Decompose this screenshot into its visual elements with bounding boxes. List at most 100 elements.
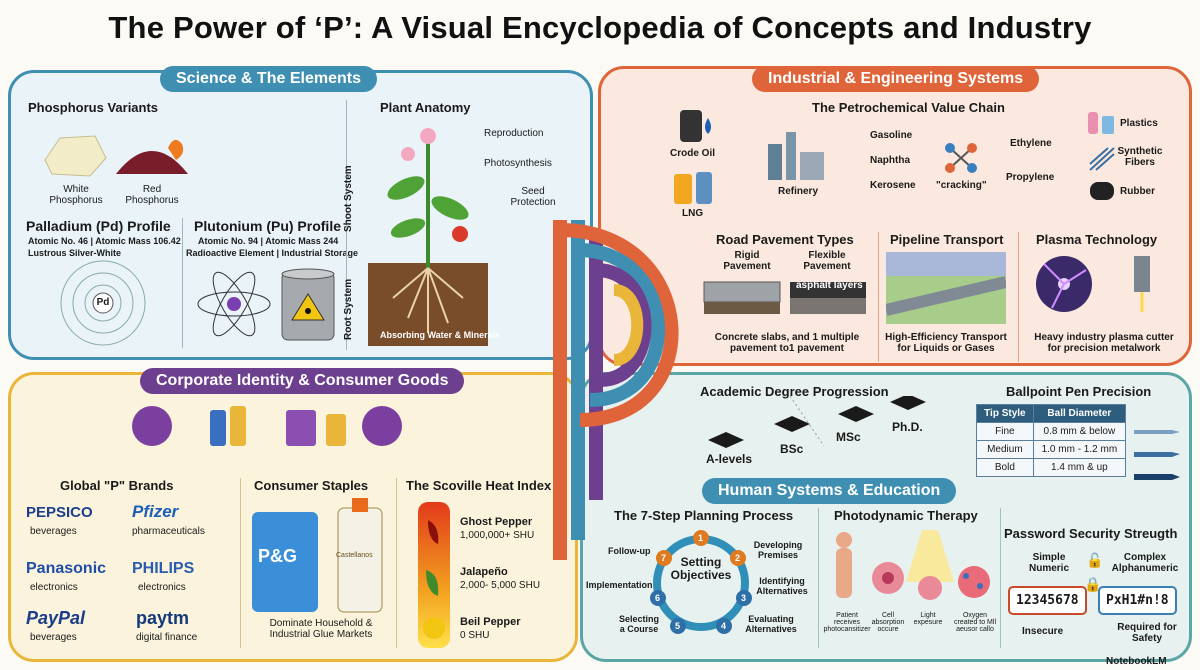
step-selecting: Selecting a Course — [618, 614, 659, 634]
degree-phd: Ph.D. — [892, 420, 923, 434]
password-title: Password Security Streugth — [1004, 526, 1178, 541]
rubber-label: Rubber — [1120, 186, 1155, 197]
step-num-4: 4 — [721, 621, 727, 631]
palladium-line1: Atomic No. 46 | Atomic Mass 106.42 — [28, 236, 181, 246]
plasma-icon — [1036, 256, 1150, 312]
road-caption: Concrete slabs, and 1 multiple pavement … — [714, 332, 860, 354]
staples-caption: Dominate Household & Industrial Glue Mar… — [269, 618, 373, 640]
cracking-label: "cracking" — [936, 180, 987, 191]
password-complex-label: Complex Alphanumeric — [1111, 552, 1179, 574]
planning-title: The 7-Step Planning Process — [614, 508, 794, 523]
bell-shu: 0 SHU — [460, 630, 490, 641]
industrial-label: Industrial & Engineering Systems — [752, 66, 1040, 92]
ethylene-label: Ethylene — [1010, 138, 1052, 149]
step-num-2: 2 — [735, 553, 741, 563]
pdt-step3: Light expesure — [913, 612, 943, 626]
phosphorus-title: Phosphorus Variants — [28, 100, 159, 115]
scoville-title: The Scoville Heat Index — [406, 478, 552, 493]
lng-label: LNG — [682, 208, 704, 219]
password-simple-label: Simple Numeric — [1028, 552, 1069, 574]
palladium-symbol: Pd — [96, 297, 110, 308]
science-label: Science & The Elements — [160, 66, 377, 92]
human-label: Human Systems & Education — [702, 478, 957, 504]
degree-bsc: BSc — [780, 442, 804, 456]
plant-icon — [368, 128, 488, 346]
rubber-icon — [1090, 182, 1114, 200]
lock-open-icon: 🔓 — [1086, 552, 1104, 568]
crude-oil-label: Crode Oil — [670, 148, 716, 159]
p-emblem — [553, 220, 679, 560]
page-title: The Power of ‘P’: A Visual Encyclopedia … — [108, 10, 1092, 45]
brands-title: Global "P" Brands — [60, 478, 174, 493]
naphtha-label: Naphtha — [870, 155, 910, 166]
petro-title: The Petrochemical Value Chain — [812, 100, 1005, 115]
palladium-title: Palladium (Pd) Profile — [26, 218, 171, 234]
pen-tips-icon — [1134, 430, 1180, 480]
white-phosphorus-icon — [44, 135, 107, 177]
flexible-label: Flexible Pavement — [803, 250, 851, 272]
shoot-system-label: Shoot System — [343, 165, 354, 232]
plant-title: Plant Anatomy — [380, 100, 471, 115]
reproduction-label: Reproduction — [484, 128, 544, 139]
pipeline-title: Pipeline Transport — [890, 232, 1004, 247]
pdt-step4: Oxygen created to Mll aeusor callo — [953, 612, 997, 633]
absorb-label: Absorbing Water & Minerals — [380, 330, 501, 340]
red-phosphorus-icon — [116, 139, 188, 174]
step-developing: Developing Premises — [753, 540, 803, 560]
rigid-pavement-icon — [703, 281, 781, 314]
photosynthesis-label: Photosynthesis — [484, 158, 552, 169]
plasma-title: Plasma Technology — [1036, 232, 1158, 247]
planning-center: Setting Objectives — [670, 555, 732, 582]
step-num-7: 7 — [661, 553, 667, 563]
refinery-icon — [768, 132, 824, 180]
jalapeno-label: Jalapeño — [460, 566, 508, 578]
degrees-title: Academic Degree Progression — [700, 384, 889, 399]
plastics-label: Plastics — [1120, 118, 1158, 129]
pdt-icon — [836, 530, 990, 600]
password-simple-value: 12345678 — [1008, 586, 1087, 615]
pg-label: P&G — [258, 546, 298, 566]
white-phosphorus-label: White Phosphorus — [49, 184, 103, 206]
password-safe: Required for Safety — [1117, 622, 1177, 644]
crude-oil-icon — [680, 110, 711, 142]
plutonium-line2: Radioactive Element | Industrial Storage — [186, 248, 359, 258]
glue-label: Castellanos — [336, 552, 373, 559]
seed-protection-label: Seed Protection — [510, 186, 556, 208]
refinery-label: Refinery — [778, 186, 819, 197]
pipeline-caption: High-Efficiency Transport for Liquids or… — [885, 332, 1007, 354]
lng-icon — [674, 172, 712, 204]
plutonium-atom-icon — [197, 271, 271, 337]
plastics-icon — [1088, 112, 1114, 134]
ghost-label: Ghost Pepper — [460, 516, 533, 528]
pipeline-icon — [886, 252, 1006, 324]
step-evaluating: Evaluating Alternatives — [745, 614, 797, 634]
step-implementation: Implementation — [586, 580, 653, 590]
palladium-atom-icon — [60, 260, 146, 346]
step-num-3: 3 — [741, 593, 747, 603]
plutonium-line1: Atomic No. 94 | Atomic Mass 244 — [198, 236, 339, 246]
pen-title: Ballpoint Pen Precision — [1006, 384, 1152, 399]
step-followup: Follow-up — [608, 546, 651, 556]
password-insecure: Insecure — [1022, 626, 1064, 637]
step-num-1: 1 — [698, 533, 704, 543]
road-title: Road Pavement Types — [716, 232, 854, 247]
degree-alevels: A-levels — [706, 452, 753, 466]
plutonium-title: Plutonium (Pu) Profile — [194, 218, 341, 234]
pdt-title: Photodynamic Therapy — [834, 508, 978, 523]
jalapeno-shu: 2,000- 5,000 SHU — [460, 580, 541, 591]
footer-brand: NotebookLM — [1106, 656, 1167, 667]
kerosene-label: Kerosene — [870, 180, 916, 191]
fibers-icon — [1089, 147, 1115, 171]
step-identifying: Identifying Alternatives — [756, 576, 808, 596]
palladium-line2: Lustrous Silver-White — [28, 248, 122, 258]
radioactive-barrel-icon — [281, 268, 335, 341]
gasoline-label: Gasoline — [870, 130, 913, 141]
consumer-goods-icons — [132, 406, 402, 446]
corporate-label: Corporate Identity & Consumer Goods — [140, 368, 465, 394]
plasma-caption: Heavy industry plasma cutter for precisi… — [1034, 332, 1174, 354]
pdt-step2: Cell absorption occure — [871, 612, 905, 633]
